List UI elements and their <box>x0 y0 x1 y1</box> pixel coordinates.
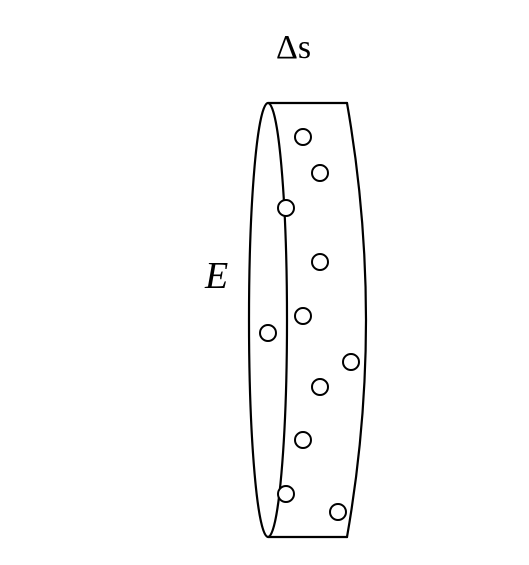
particle-8-circle <box>311 378 329 396</box>
cylinder-left-face <box>247 101 289 539</box>
particles-group <box>259 128 360 521</box>
particle-4-circle <box>311 253 329 271</box>
particle-9-circle <box>294 431 312 449</box>
delta-s-label: Δs <box>276 29 311 66</box>
field-e-label: E <box>204 255 228 297</box>
particle-5-circle <box>294 307 312 325</box>
particle-3-circle <box>277 199 295 217</box>
particle-11-circle <box>329 503 347 521</box>
cylinder-right-face <box>345 101 368 539</box>
particle-7-circle <box>342 353 360 371</box>
particle-6-circle <box>259 324 277 342</box>
particle-2-circle <box>311 164 329 182</box>
particle-1-circle <box>294 128 312 146</box>
particle-10-circle <box>277 485 295 503</box>
